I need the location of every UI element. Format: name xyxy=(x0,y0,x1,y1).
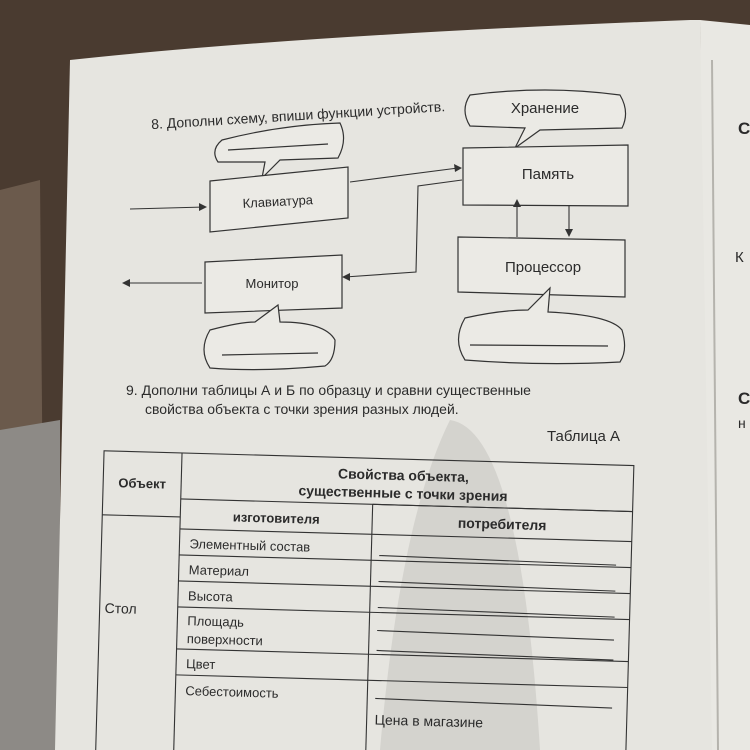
arrow-into-keyboard xyxy=(129,206,206,210)
device-diagram xyxy=(203,89,629,371)
arrow-keyboard-to-memory xyxy=(349,167,459,183)
diagram-arrows xyxy=(128,167,570,284)
keyboard-label: Клавиатура xyxy=(242,192,314,211)
monitor-label: Монитор xyxy=(246,276,299,291)
right-page-letter: С xyxy=(738,389,750,408)
memory-label: Память xyxy=(522,166,574,183)
row-maker-cell: Площадь xyxy=(187,613,244,630)
properties-table: Объект Свойства объекта, существенные с … xyxy=(95,450,635,750)
task9-text-line1: 9. Дополни таблицы А и Б по образцу и ср… xyxy=(126,382,531,398)
memory-function-label: Хранение xyxy=(511,100,579,117)
right-page-letter: К xyxy=(735,249,744,266)
plastic-cover xyxy=(0,420,60,750)
column-header-maker: изготовителя xyxy=(233,509,320,526)
keyboard-function-bubble xyxy=(214,122,345,180)
processor-label: Процессор xyxy=(505,259,581,276)
keyboard-box xyxy=(209,166,349,233)
memory-box xyxy=(462,144,629,207)
arrow-memory-to-monitor xyxy=(344,179,463,278)
right-page-letter: н xyxy=(738,415,746,431)
row-consumer-cell: Цена в магазине xyxy=(374,711,483,730)
table-title: Таблица А xyxy=(547,428,620,445)
row-maker-cell: Элементный состав xyxy=(189,536,310,554)
monitor-box xyxy=(204,254,343,314)
column-header-object: Объект xyxy=(118,475,166,491)
row-maker-cell: Себестоимость xyxy=(185,683,279,701)
row-maker-cell-line2: поверхности xyxy=(187,631,263,648)
processor-box xyxy=(457,236,626,298)
memory-function-bubble xyxy=(464,89,627,149)
header-line2: существенные с точки зрения xyxy=(298,482,507,504)
row-maker-cell: Цвет xyxy=(186,656,216,672)
object-cell: Стол xyxy=(104,600,136,617)
right-page-letter: С xyxy=(738,119,750,138)
task9-text-line2: свойства объекта с точки зрения разных л… xyxy=(145,401,459,417)
row-maker-cell: Материал xyxy=(189,562,250,579)
header-line1: Свойства объекта, xyxy=(338,465,469,485)
column-header-consumer: потребителя xyxy=(458,515,547,533)
row-maker-cell: Высота xyxy=(188,588,234,604)
